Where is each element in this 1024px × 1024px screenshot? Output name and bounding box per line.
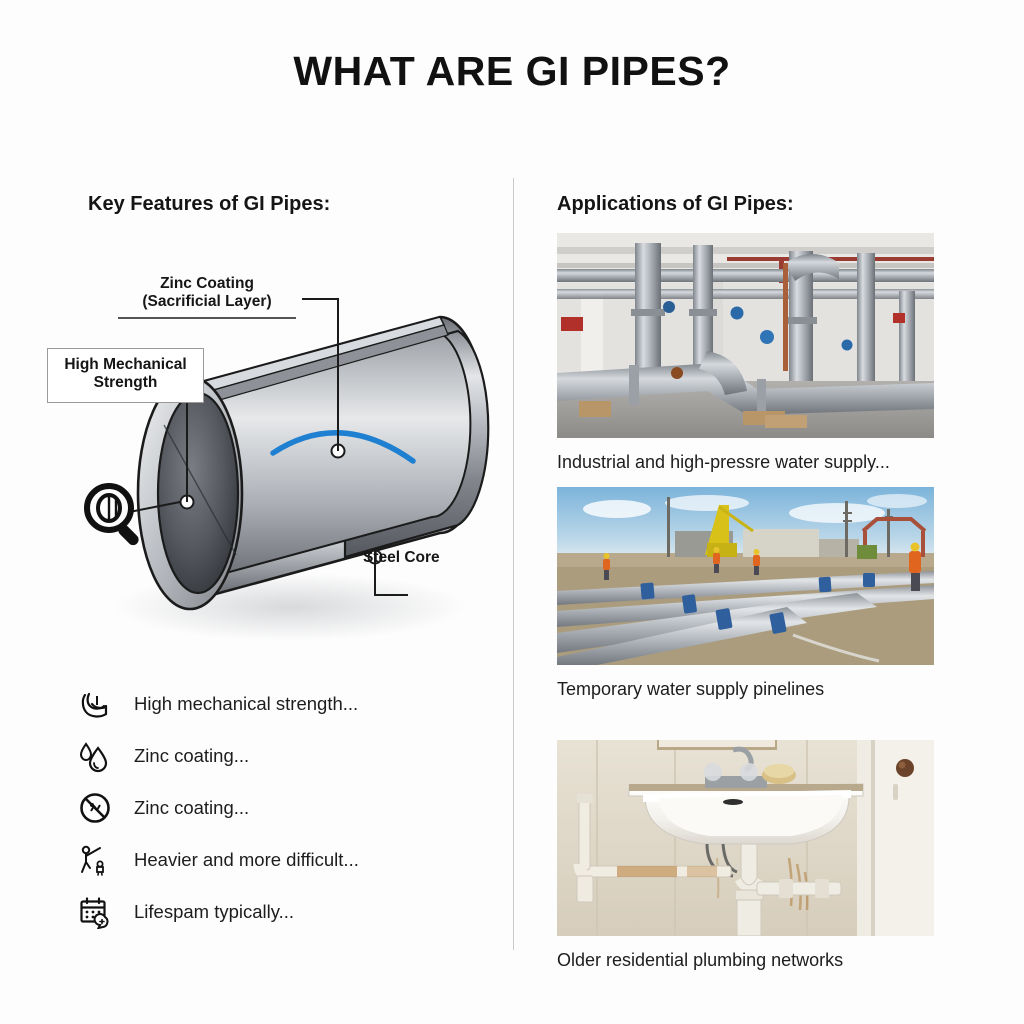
water-drop-icon — [79, 742, 108, 773]
key-features-heading: Key Features of GI Pipes: — [88, 193, 331, 215]
calendar-lifespan-icon — [80, 897, 109, 929]
strength-label-line1: High Mechanical — [64, 356, 187, 373]
page-title: WHAT ARE GI PIPES? — [293, 48, 731, 94]
bicep-strength-icon — [81, 692, 108, 718]
strength-label-line2: Strength — [93, 374, 158, 392]
application-card: Older residential plumbing networks — [557, 740, 934, 971]
list-item: Lifespam typically... — [78, 886, 498, 938]
zinc-label-underline — [118, 316, 296, 319]
features-list: High mechanical strength... Zinc coating… — [78, 678, 498, 938]
list-item: Zinc coating... — [78, 730, 498, 782]
column-divider — [513, 178, 514, 950]
old-bathroom-sink-photo — [557, 740, 934, 936]
no-corrosion-icon — [80, 793, 110, 823]
magnifier-pipe-icon — [78, 478, 150, 550]
worker-lifting-icon — [81, 845, 104, 876]
construction-site-pipes-photo — [557, 487, 934, 665]
list-item-label: Zinc coating... — [134, 745, 250, 766]
steel-core-label: Steel Core — [363, 549, 440, 566]
application-caption: Temporary water supply pinelines — [557, 679, 825, 699]
list-item-label: High mechanical strength... — [134, 693, 359, 714]
list-item-label: Lifespam typically... — [134, 901, 295, 922]
application-card: Temporary water supply pinelines — [557, 487, 934, 700]
list-item-label: Zinc coating... — [134, 797, 250, 818]
list-item: Heavier and more difficult... — [78, 834, 498, 886]
application-caption: Industrial and high-pressre water supply… — [557, 452, 890, 472]
gi-pipe-cutaway-diagram — [40, 255, 500, 655]
application-caption: Older residential plumbing networks — [557, 950, 844, 970]
application-card: Industrial and high-pressre water supply… — [557, 233, 934, 473]
list-item-label: Heavier and more difficult... — [134, 849, 359, 870]
zinc-coating-label-line2: (Sacrificial Layer) — [142, 293, 272, 311]
applications-heading: Applications of GI Pipes: — [557, 193, 794, 215]
industrial-pipe-room-photo — [557, 233, 934, 438]
high-mechanical-strength-label: High Mechanical Strength — [47, 348, 204, 403]
list-item: Zinc coating... — [78, 782, 498, 834]
list-item: High mechanical strength... — [78, 678, 498, 730]
zinc-coating-label: Zinc Coating (Sacrificial Layer) — [118, 275, 296, 319]
zinc-coating-label-line1: Zinc Coating — [160, 275, 254, 292]
